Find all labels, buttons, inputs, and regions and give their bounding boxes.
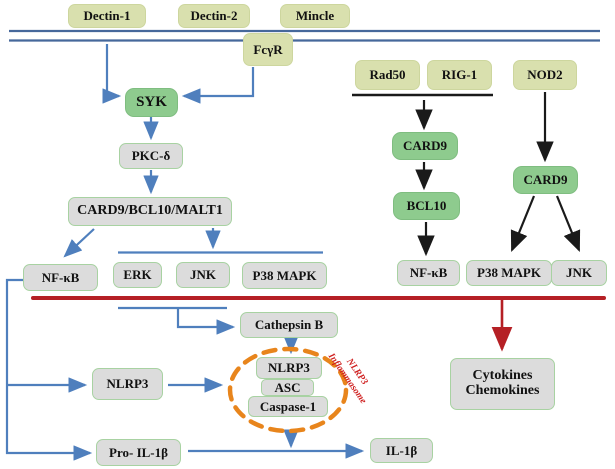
node-dectin-1: Dectin-1 bbox=[68, 4, 146, 28]
node-mincle: Mincle bbox=[280, 4, 350, 28]
node-jnk-right-label: JNK bbox=[566, 265, 592, 281]
node-il-1b: IL-1β bbox=[370, 438, 433, 463]
node-card9-right: CARD9 bbox=[513, 166, 578, 194]
blue-arrows bbox=[5, 44, 365, 461]
node-pro-il-1b: Pro- IL-1β bbox=[96, 439, 181, 466]
nlrp3-inflammasome-ellipse bbox=[227, 346, 349, 434]
node-nlrp3-left-label: NLRP3 bbox=[106, 376, 149, 392]
cytokines-label: Cytokines bbox=[472, 368, 533, 384]
node-fcyr-label: FcγR bbox=[253, 41, 283, 57]
node-card9-bcl10-malt1: CARD9/BCL10/MALT1 bbox=[68, 197, 232, 226]
node-p38-mapk-right: P38 MAPK bbox=[466, 260, 552, 286]
node-nfkb-left: NF-κB bbox=[23, 264, 98, 291]
node-caspase-1: Caspase-1 bbox=[248, 396, 328, 417]
black-arrows bbox=[352, 92, 581, 257]
node-jnk-right: JNK bbox=[551, 260, 607, 286]
node-caspase-1-label: Caspase-1 bbox=[259, 398, 317, 414]
node-nfkb-right: NF-κB bbox=[397, 260, 460, 286]
node-bcl10: BCL10 bbox=[393, 192, 460, 220]
node-p38-mapk-mid-label: P38 MAPK bbox=[252, 267, 317, 283]
node-asc-label: ASC bbox=[274, 379, 301, 395]
membrane-lines bbox=[9, 29, 600, 42]
node-dectin-1-label: Dectin-1 bbox=[83, 8, 131, 24]
node-dectin-2-label: Dectin-2 bbox=[190, 8, 238, 24]
node-pkc-delta: PKC-δ bbox=[119, 143, 183, 169]
node-cytokines-chemokines: Cytokines Chemokines bbox=[450, 358, 555, 410]
node-dectin-2: Dectin-2 bbox=[178, 4, 250, 28]
node-pkc-delta-label: PKC-δ bbox=[131, 148, 171, 164]
node-nlrp3-left: NLRP3 bbox=[92, 368, 163, 400]
node-nod2-label: NOD2 bbox=[527, 67, 563, 83]
node-card9-right-label: CARD9 bbox=[523, 172, 568, 188]
node-p38-mapk-right-label: P38 MAPK bbox=[477, 265, 541, 281]
node-card9-bcl10-malt1-label: CARD9/BCL10/MALT1 bbox=[77, 203, 223, 219]
red-lines bbox=[31, 296, 606, 352]
node-mincle-label: Mincle bbox=[295, 8, 335, 24]
node-rig-1-label: RIG-1 bbox=[441, 67, 478, 83]
node-rad50-label: Rad50 bbox=[369, 67, 406, 83]
node-jnk-mid-label: JNK bbox=[190, 267, 216, 283]
node-card9-mid: CARD9 bbox=[392, 132, 458, 160]
node-nlrp3-complex: NLRP3 bbox=[256, 357, 322, 379]
node-pro-il-1b-label: Pro- IL-1β bbox=[109, 444, 168, 460]
node-rig-1: RIG-1 bbox=[427, 60, 492, 90]
node-nfkb-left-label: NF-κB bbox=[41, 269, 80, 285]
node-syk-label: SYK bbox=[136, 93, 167, 110]
node-nlrp3-complex-label: NLRP3 bbox=[268, 360, 310, 376]
node-p38-mapk-mid: P38 MAPK bbox=[242, 262, 327, 289]
chemokines-label: Chemokines bbox=[465, 383, 540, 398]
node-erk-label: ERK bbox=[123, 267, 152, 283]
node-il-1b-label: IL-1β bbox=[385, 442, 418, 458]
node-cathepsin-b-label: Cathepsin B bbox=[254, 317, 324, 333]
node-fcyr: FcγR bbox=[243, 33, 293, 66]
node-rad50: Rad50 bbox=[355, 60, 420, 90]
node-bcl10-label: BCL10 bbox=[406, 198, 447, 214]
node-syk: SYK bbox=[125, 88, 178, 117]
node-cathepsin-b: Cathepsin B bbox=[240, 312, 338, 338]
node-card9-mid-label: CARD9 bbox=[402, 138, 448, 154]
node-nod2: NOD2 bbox=[513, 60, 577, 90]
node-nfkb-right-label: NF-κB bbox=[409, 265, 448, 281]
node-asc: ASC bbox=[261, 379, 314, 396]
node-erk: ERK bbox=[113, 262, 162, 288]
node-jnk-mid: JNK bbox=[176, 262, 230, 288]
